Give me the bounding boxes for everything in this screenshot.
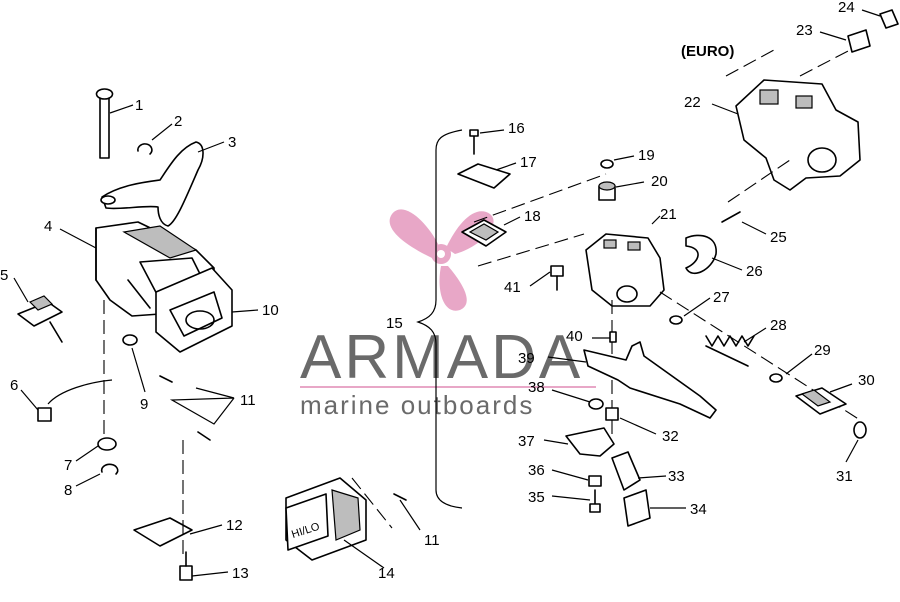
callout-8: 8 <box>64 482 72 499</box>
callout-10: 10 <box>262 302 279 319</box>
part-32-nut <box>605 407 619 421</box>
part-28-spring <box>705 335 755 367</box>
callout-3: 3 <box>228 134 236 151</box>
callout-5: 5 <box>0 267 8 284</box>
callout-9: 9 <box>140 396 148 413</box>
part-39-lever <box>583 341 717 419</box>
part-21-master-cylinder <box>585 233 665 307</box>
part-29-washer <box>769 373 783 383</box>
callout-32: 32 <box>662 428 679 445</box>
part-31-oring <box>853 421 867 439</box>
part-9-washer <box>122 334 138 346</box>
watermark-tagline: marine outboards <box>300 390 534 420</box>
part-8-clip <box>100 463 119 475</box>
part-22-euro-cylinder <box>735 79 861 191</box>
part-30-piston <box>795 387 847 415</box>
watermark: ARMADA marine outboards <box>300 209 596 420</box>
callout-36: 36 <box>528 462 545 479</box>
callout-6: 6 <box>10 377 18 394</box>
callout-38: 38 <box>528 379 545 396</box>
part-16-screw <box>469 129 479 155</box>
part-36-nut <box>588 475 602 487</box>
callout-33: 33 <box>668 468 685 485</box>
part-18-diaphragm <box>461 219 507 247</box>
part-11-screw <box>351 477 407 529</box>
part-2-clip <box>137 143 153 155</box>
part-14-hilo-switch: HI/LO <box>285 477 367 561</box>
part-13-bolt <box>179 551 193 581</box>
callout-labels: 1 2 3 4 5 6 7 8 9 10 11 11 12 13 14 15 1… <box>0 0 875 582</box>
callout-29: 29 <box>814 342 831 359</box>
callout-11b: 11 <box>424 532 440 549</box>
part-12-plate <box>133 517 193 547</box>
callout-20: 20 <box>651 173 668 190</box>
callout-30: 30 <box>858 372 875 389</box>
callout-18: 18 <box>524 208 541 225</box>
part-33-bracket <box>611 451 641 491</box>
callout-24: 24 <box>838 0 855 16</box>
part-23-screw <box>847 29 871 53</box>
callout-19: 19 <box>638 147 655 164</box>
callout-37: 37 <box>518 433 535 450</box>
part-25-screw <box>721 211 741 223</box>
callout-31: 31 <box>836 468 853 485</box>
callout-40: 40 <box>566 328 583 345</box>
callout-13: 13 <box>232 565 249 582</box>
part-3-handle <box>101 141 204 227</box>
callout-17: 17 <box>520 154 537 171</box>
part-37-bracket <box>565 427 615 457</box>
part-24-cap <box>879 9 899 29</box>
callout-16: 16 <box>508 120 525 137</box>
callout-1: 1 <box>135 97 143 114</box>
callout-26: 26 <box>746 263 763 280</box>
watermark-brand: ARMADA <box>300 323 583 392</box>
callout-15: 15 <box>386 315 403 332</box>
part-34-switch <box>623 489 651 527</box>
callout-25: 25 <box>770 229 787 246</box>
part-19-washer <box>600 159 614 169</box>
part-5-switch <box>17 295 63 343</box>
part-26-clamp <box>685 234 717 274</box>
callout-22: 22 <box>684 94 701 111</box>
callout-2: 2 <box>174 113 182 130</box>
callout-21: 21 <box>660 206 677 223</box>
part-7-washer <box>97 437 117 451</box>
callout-14: 14 <box>378 565 395 582</box>
part-27-washer <box>669 315 683 325</box>
euro-label: (EURO) <box>681 43 734 60</box>
callout-41: 41 <box>504 279 521 296</box>
callout-11a: 11 <box>240 392 256 409</box>
part-6-nut <box>37 379 113 422</box>
callout-35: 35 <box>528 489 545 506</box>
callout-7: 7 <box>64 457 72 474</box>
part-38-bushing <box>588 398 604 410</box>
part-40-pin <box>609 331 617 343</box>
part-1-pin <box>95 88 114 159</box>
part-35-screw <box>589 489 601 513</box>
callout-39: 39 <box>518 350 535 367</box>
callout-28: 28 <box>770 317 787 334</box>
callout-12: 12 <box>226 517 243 534</box>
callout-23: 23 <box>796 22 813 39</box>
callout-27: 27 <box>713 289 730 306</box>
part-10-bezel <box>155 267 233 353</box>
part-41-bolt <box>550 265 564 291</box>
part-20-boot <box>598 181 616 201</box>
group-15-bracket <box>416 129 463 509</box>
callout-34: 34 <box>690 501 707 518</box>
callout-4: 4 <box>44 218 52 235</box>
